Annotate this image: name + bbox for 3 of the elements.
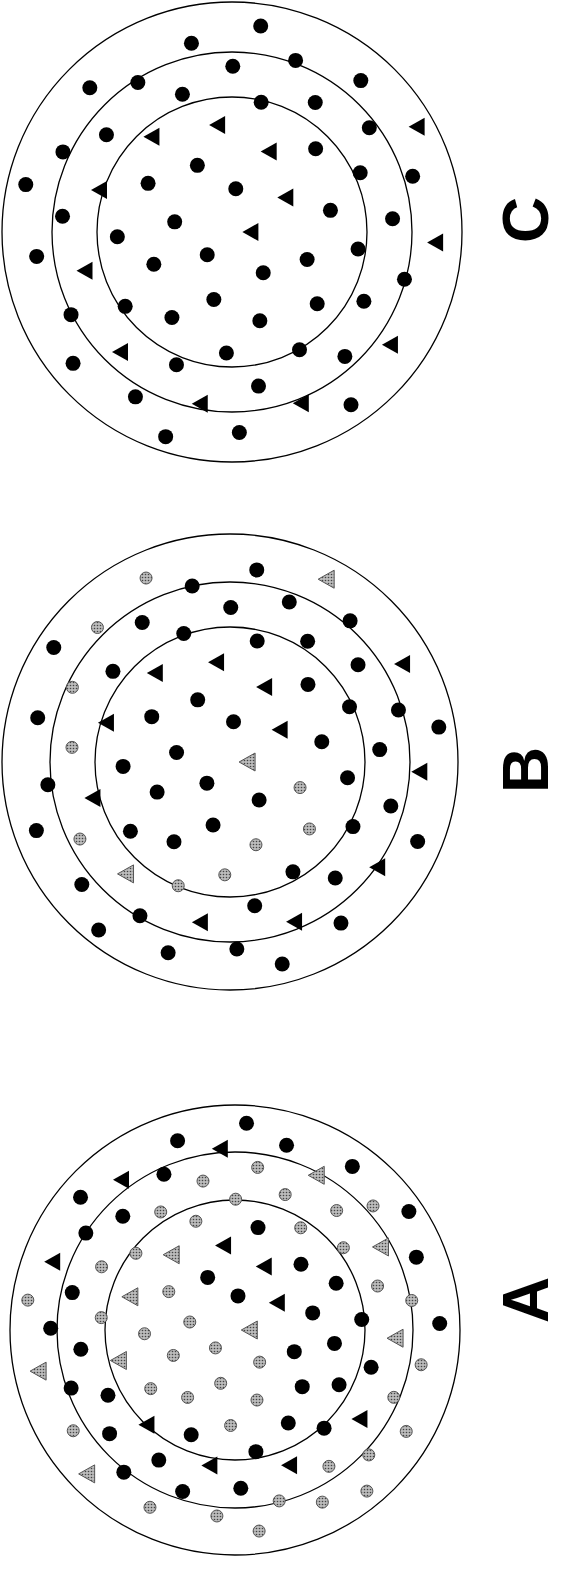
panel-letter: B bbox=[494, 745, 558, 796]
panel-letter: C bbox=[494, 195, 558, 246]
panel-letter: A bbox=[494, 1275, 558, 1326]
